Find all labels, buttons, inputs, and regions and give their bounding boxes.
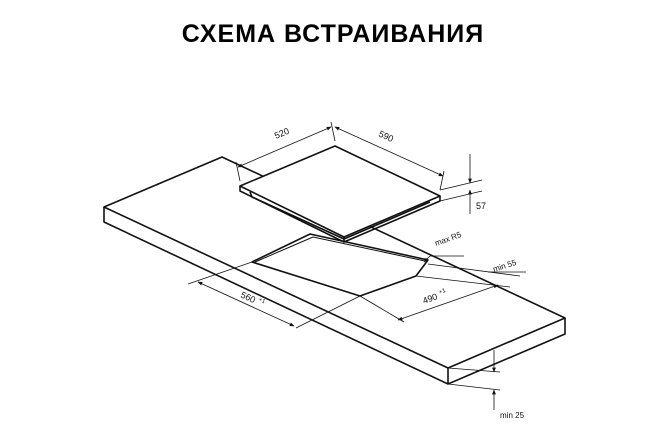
cutout (251, 233, 429, 297)
dim-min-back: min 55 (492, 258, 518, 274)
dim-cut-width-tolerance: +1 (257, 297, 266, 306)
dim-hob-width: 590 (377, 129, 395, 144)
dim-cut-depth: 490 (421, 291, 439, 306)
dim-min-bottom: min 25 (500, 411, 525, 420)
dim-hob-height: 57 (476, 201, 486, 211)
dim-max-radius: max R5 (434, 230, 463, 248)
hob (239, 145, 441, 243)
dim-cut-depth-tolerance: +1 (438, 288, 447, 296)
dim-hob-depth: 520 (273, 126, 291, 141)
dim-cut-depth-group: 490 +1 (421, 288, 447, 306)
diagram-title: СХЕМА ВСТРАИВАНИЯ (181, 20, 485, 48)
